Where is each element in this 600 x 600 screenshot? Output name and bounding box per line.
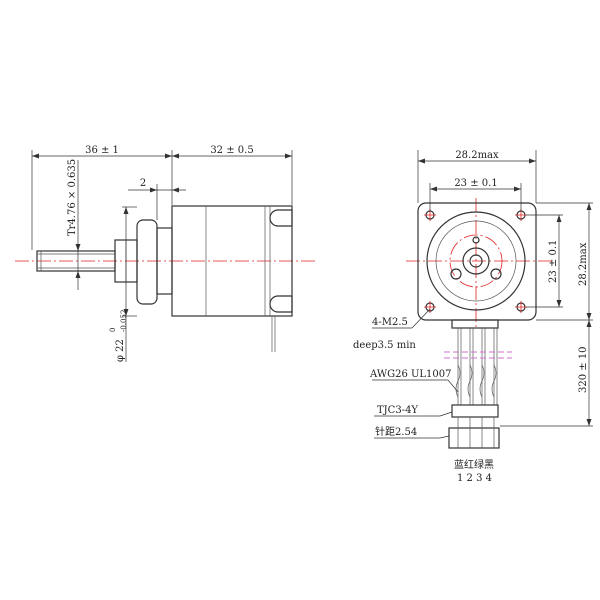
- leader-pitch: [439, 435, 450, 439]
- front-hub-outer: [462, 247, 490, 275]
- arrow-height-bottom: [586, 313, 592, 320]
- dim-hole-spacing-v: 23 ± 0.1: [548, 240, 559, 283]
- dim-width-top: 28.2max: [455, 150, 499, 161]
- wire-colors: 蓝红绿黑: [454, 458, 494, 471]
- hole-depth-label: deep3.5 min: [353, 340, 416, 351]
- connector-label: TJC3-4Y: [377, 405, 418, 416]
- boss-tol-lower: -0.052: [120, 310, 128, 332]
- front-pilot-circle: [435, 220, 517, 302]
- thread-spec: Tr4.76 × 0.635: [67, 159, 78, 236]
- pitch-label: 针距2.54: [375, 425, 417, 438]
- pin-numbers: 1 2 3 4: [457, 473, 492, 484]
- mount-holes-label: 4-M2.5: [372, 317, 408, 328]
- arrow-shaft-right: [165, 153, 172, 159]
- front-view: 28.2max 23 ± 0.1 23 ± 0.1 28.2max 320 ± …: [353, 150, 593, 484]
- mount-hole-cross-br: [515, 301, 527, 313]
- arrow-boss-left: [150, 187, 157, 193]
- arrow-body-right: [285, 153, 292, 159]
- arrow-hole-v-top: [556, 215, 562, 222]
- boss-diameter: φ 22: [115, 339, 126, 362]
- boss-tol-upper: 0: [109, 328, 117, 332]
- arrow-height-top: [586, 203, 592, 210]
- wire-twist: [455, 364, 497, 398]
- arrow-width-right: [529, 158, 536, 164]
- dim-lead-length: 320 ± 10: [578, 346, 589, 393]
- leader-connector: [439, 411, 453, 417]
- front-hole-1: [490, 268, 502, 280]
- rear-cap-bottom: [269, 295, 293, 313]
- leader-wire: [447, 379, 459, 393]
- front-hole-3: [472, 236, 480, 244]
- connector-housing: [448, 427, 500, 449]
- mount-hole-cross-bl: [424, 301, 436, 313]
- front-body-circle: [426, 211, 526, 311]
- rear-cap-top: [269, 209, 293, 227]
- side-view: 36 ± 1 32 ± 0.5 2 Tr4.76 × 0.635 φ 22 0 …: [15, 145, 318, 362]
- dim-height: 28.2max: [578, 242, 589, 286]
- arrow-shaft-left: [32, 153, 39, 159]
- dim-hole-spacing-h: 23 ± 0.1: [454, 178, 497, 189]
- arrow-lead-top: [586, 320, 592, 327]
- arrow-hole-h-left: [430, 186, 437, 192]
- boss-ring: [156, 227, 173, 295]
- arrow-dia-top: [123, 207, 129, 214]
- arrow-lead-bottom: [586, 419, 592, 426]
- front-bolt-circle: [449, 234, 503, 288]
- arrow-thread-bottom: [75, 271, 81, 278]
- arrow-body-left: [172, 153, 179, 159]
- boss-flange: [136, 219, 158, 305]
- dim-body-length: 32 ± 0.5: [210, 145, 253, 156]
- arrow-dia-bottom: [123, 309, 129, 316]
- connector-body: [451, 404, 499, 418]
- dim-boss: 2: [140, 178, 146, 189]
- arrow-boss-right: [172, 187, 179, 193]
- boss-diameter-label: φ 22 0 -0.052: [109, 310, 128, 362]
- leader-mount: [411, 308, 431, 329]
- front-hub-inner: [469, 254, 483, 268]
- arrow-hole-v-bottom: [556, 300, 562, 307]
- dim-shaft-length: 36 ± 1: [85, 145, 119, 156]
- wire-spec-label: AWG26 UL1007: [369, 369, 452, 380]
- arrow-width-left: [418, 158, 425, 164]
- cable-exit: [451, 319, 499, 329]
- arrow-thread-top: [75, 244, 81, 251]
- arrow-hole-h-right: [514, 186, 521, 192]
- front-hole-2: [450, 268, 462, 280]
